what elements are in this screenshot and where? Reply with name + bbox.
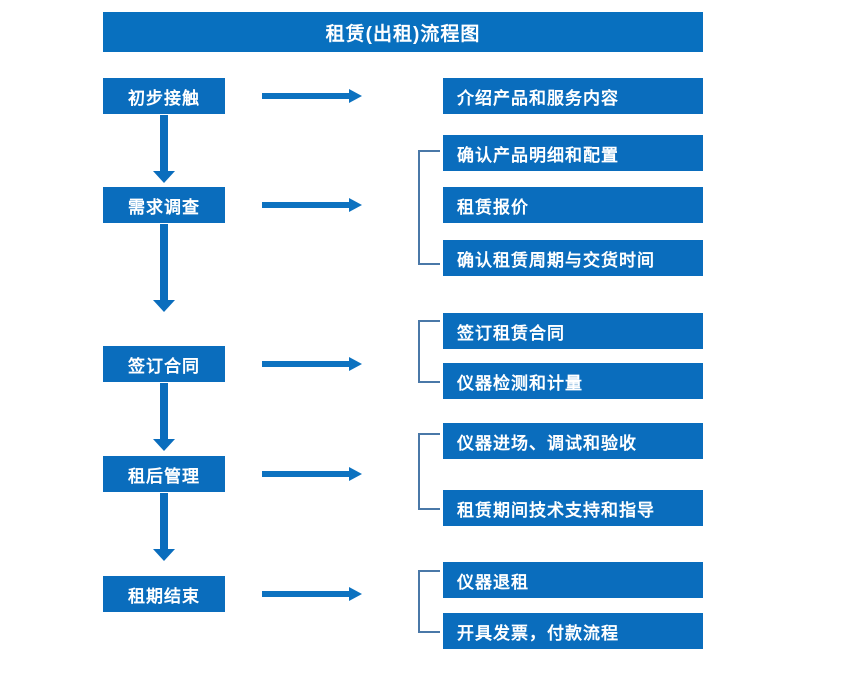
arrow-head	[153, 171, 175, 183]
detail-box-5-1[interactable]: 仪器退租	[443, 562, 703, 598]
arrow-shaft	[262, 361, 350, 367]
stage-box-2[interactable]: 需求调查	[103, 187, 225, 223]
detail-box-2-3[interactable]: 确认租赁周期与交货时间	[443, 240, 703, 276]
stage-box-5[interactable]: 租期结束	[103, 576, 225, 612]
group-bracket-4	[418, 433, 440, 510]
arrow-head	[153, 439, 175, 451]
arrow-head	[349, 198, 362, 212]
flow-arrow-right-5	[262, 586, 362, 602]
arrow-shaft	[160, 115, 168, 171]
group-bracket-5	[418, 570, 440, 633]
group-bracket-3	[418, 320, 440, 383]
flow-arrow-right-2	[262, 197, 362, 213]
flow-arrow-right-3	[262, 356, 362, 372]
arrow-shaft	[262, 202, 350, 208]
flow-arrow-right-4	[262, 466, 362, 482]
detail-box-4-2[interactable]: 租赁期间技术支持和指导	[443, 490, 703, 526]
flow-arrow-down-1	[151, 115, 177, 185]
detail-box-3-2[interactable]: 仪器检测和计量	[443, 363, 703, 399]
stage-box-3[interactable]: 签订合同	[103, 346, 225, 382]
arrow-shaft	[160, 224, 168, 300]
group-bracket-2	[418, 150, 440, 265]
detail-box-3-1[interactable]: 签订租赁合同	[443, 313, 703, 349]
detail-box-2-2[interactable]: 租赁报价	[443, 187, 703, 223]
flow-arrow-right-1	[262, 88, 362, 104]
arrow-head	[349, 467, 362, 481]
flow-arrow-down-2	[151, 224, 177, 314]
detail-box-4-1[interactable]: 仪器进场、调试和验收	[443, 423, 703, 459]
detail-box-2-1[interactable]: 确认产品明细和配置	[443, 135, 703, 171]
arrow-head	[153, 549, 175, 561]
flow-arrow-down-3	[151, 383, 177, 453]
stage-box-4[interactable]: 租后管理	[103, 456, 225, 492]
arrow-head	[153, 300, 175, 312]
arrow-shaft	[160, 493, 168, 549]
stage-box-1[interactable]: 初步接触	[103, 78, 225, 114]
diagram-title: 租赁(出租)流程图	[103, 12, 703, 52]
arrow-shaft	[262, 591, 350, 597]
arrow-shaft	[262, 471, 350, 477]
detail-box-1-1[interactable]: 介绍产品和服务内容	[443, 78, 703, 114]
arrow-head	[349, 587, 362, 601]
flow-arrow-down-4	[151, 493, 177, 563]
arrow-head	[349, 89, 362, 103]
arrow-shaft	[160, 383, 168, 439]
arrow-head	[349, 357, 362, 371]
detail-box-5-2[interactable]: 开具发票，付款流程	[443, 613, 703, 649]
arrow-shaft	[262, 93, 350, 99]
